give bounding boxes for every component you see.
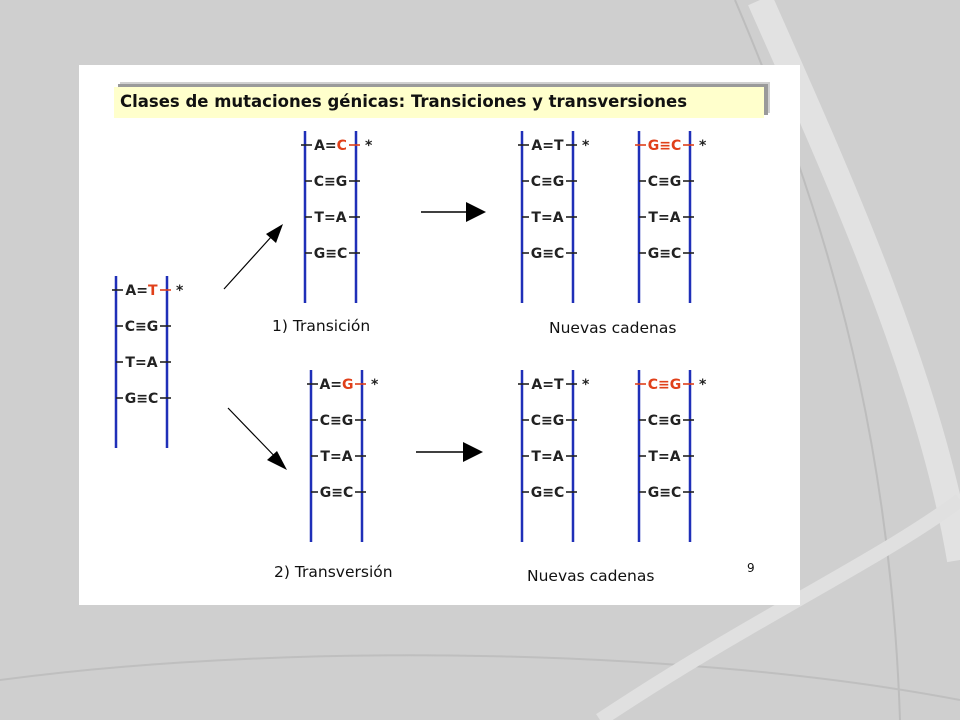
background-swoosh (596, 494, 960, 720)
base-pair: C≡G (531, 413, 565, 429)
transversion-label: 2) Transversión (274, 563, 393, 581)
mutation-marker: * (582, 138, 590, 154)
content-card (79, 65, 800, 605)
base-pair: A=G (319, 377, 353, 393)
arrowhead-icon (463, 442, 483, 462)
base-pair: T=A (648, 210, 680, 226)
mutation-marker: * (699, 138, 707, 154)
base-pair: G≡C (648, 138, 682, 154)
base-pair: T=A (314, 210, 346, 226)
new-chains-label-bottom: Nuevas cadenas (527, 567, 655, 585)
dna-ladder-transition-mutated: A=C C≡G T=A G≡C * (301, 131, 373, 303)
base-pair: G≡C (125, 391, 159, 407)
dna-ladder-transversion-new-chain-1: A=T C≡G T=A G≡C * (518, 370, 590, 542)
mutation-marker: * (699, 377, 707, 393)
base-pair: C≡G (125, 319, 159, 335)
base-pair: T=A (125, 355, 157, 371)
arrowhead-icon (266, 224, 283, 243)
new-chains-label-top: Nuevas cadenas (549, 319, 677, 337)
mutation-marker: * (365, 138, 373, 154)
arrowhead-icon (267, 451, 287, 470)
mutation-marker: * (371, 377, 379, 393)
base-pair: C≡G (648, 377, 682, 393)
slide-title: Clases de mutaciones génicas: Transicion… (120, 92, 688, 111)
base-pair: G≡C (531, 485, 565, 501)
base-pair: C≡G (531, 174, 565, 190)
base-pair: A=T (531, 138, 564, 154)
dna-ladders: A=TC≡GT=AG≡C*A=CC≡GT=AG≡C*A=TC≡GT=AG≡C*G… (112, 131, 707, 542)
base-pair: A=C (314, 138, 347, 154)
base-pair: A=T (125, 283, 158, 299)
base-pair: T=A (648, 449, 680, 465)
base-pair: G≡C (648, 485, 682, 501)
base-pair: C≡G (648, 174, 682, 190)
mutation-marker: * (176, 283, 184, 299)
base-pair: G≡C (531, 246, 565, 262)
base-pair: T=A (531, 449, 563, 465)
base-pair: G≡C (648, 246, 682, 262)
background-curve (0, 654, 960, 701)
base-pair: T=A (320, 449, 352, 465)
base-pair: G≡C (320, 485, 354, 501)
title-bar: Clases de mutaciones génicas: Transicion… (114, 87, 764, 118)
base-pair: C≡G (314, 174, 348, 190)
base-pair: C≡G (320, 413, 354, 429)
slide-number: 9 (747, 561, 755, 575)
base-pair: G≡C (314, 246, 348, 262)
arrowhead-icon (466, 202, 486, 222)
base-pair: C≡G (648, 413, 682, 429)
base-pair: T=A (531, 210, 563, 226)
dna-ladder-transversion-mutated: A=G C≡G T=A G≡C * (307, 370, 379, 542)
mutation-marker: * (582, 377, 590, 393)
base-pair: A=T (531, 377, 564, 393)
dna-ladder-transition-new-chain-1: A=T C≡G T=A G≡C * (518, 131, 590, 303)
dna-ladder-transversion-new-chain-2: C≡G C≡G T=A G≡C * (635, 370, 707, 542)
dna-ladder-original: A=T C≡G T=A G≡C * (112, 276, 184, 448)
transition-label: 1) Transición (272, 317, 371, 335)
dna-ladder-transition-new-chain-2: G≡C C≡G T=A G≡C * (635, 131, 707, 303)
